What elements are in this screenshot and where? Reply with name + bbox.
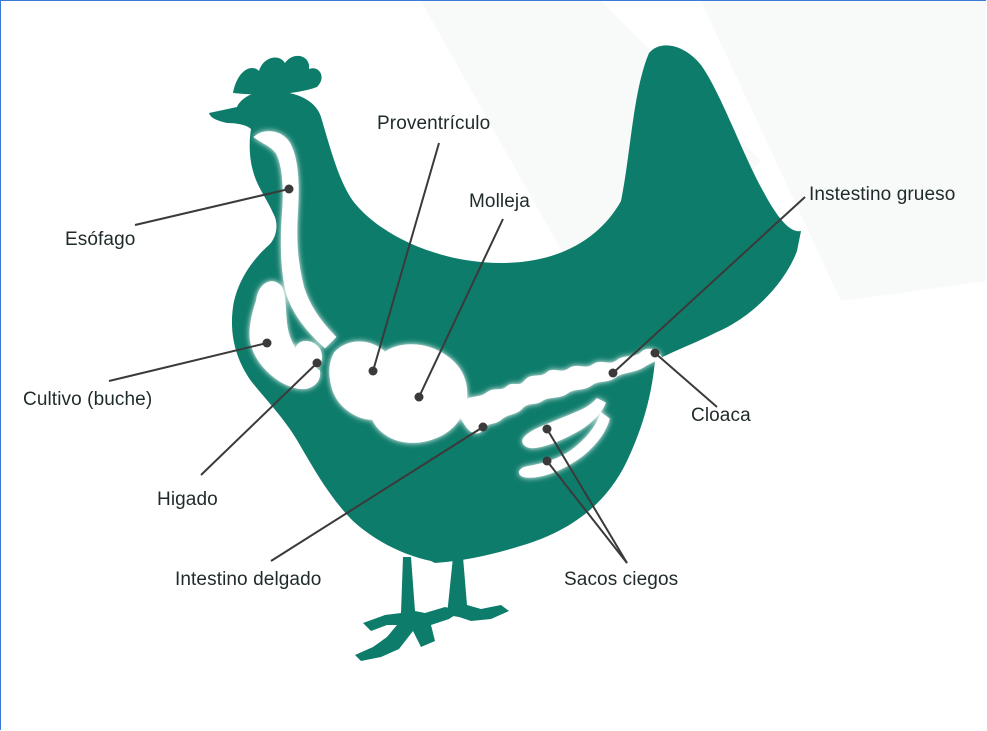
- label-intestino-delgado: Intestino delgado: [175, 569, 321, 591]
- label-higado: Higado: [157, 489, 218, 511]
- dot-intestino-grueso: [609, 369, 618, 378]
- dot-higado: [313, 359, 322, 368]
- leader-esofago: [135, 189, 289, 225]
- label-esofago: Esófago: [65, 229, 135, 251]
- dot-sacos-ciegos-2: [543, 457, 552, 466]
- dot-molleja: [415, 393, 424, 402]
- dot-cultivo: [263, 339, 272, 348]
- dot-esofago: [285, 185, 294, 194]
- label-molleja: Molleja: [469, 191, 530, 213]
- dot-proventriculo: [369, 367, 378, 376]
- label-proventriculo: Proventrículo: [377, 113, 490, 135]
- dot-intestino-delgado: [479, 423, 488, 432]
- leader-cloaca: [655, 353, 717, 407]
- label-cultivo: Cultivo (buche): [23, 389, 152, 411]
- dot-cloaca: [651, 349, 660, 358]
- label-intestino-grueso: Instestino grueso: [809, 184, 955, 206]
- label-sacos-ciegos: Sacos ciegos: [564, 569, 678, 591]
- dot-sacos-ciegos-1: [543, 425, 552, 434]
- label-cloaca: Cloaca: [691, 405, 751, 427]
